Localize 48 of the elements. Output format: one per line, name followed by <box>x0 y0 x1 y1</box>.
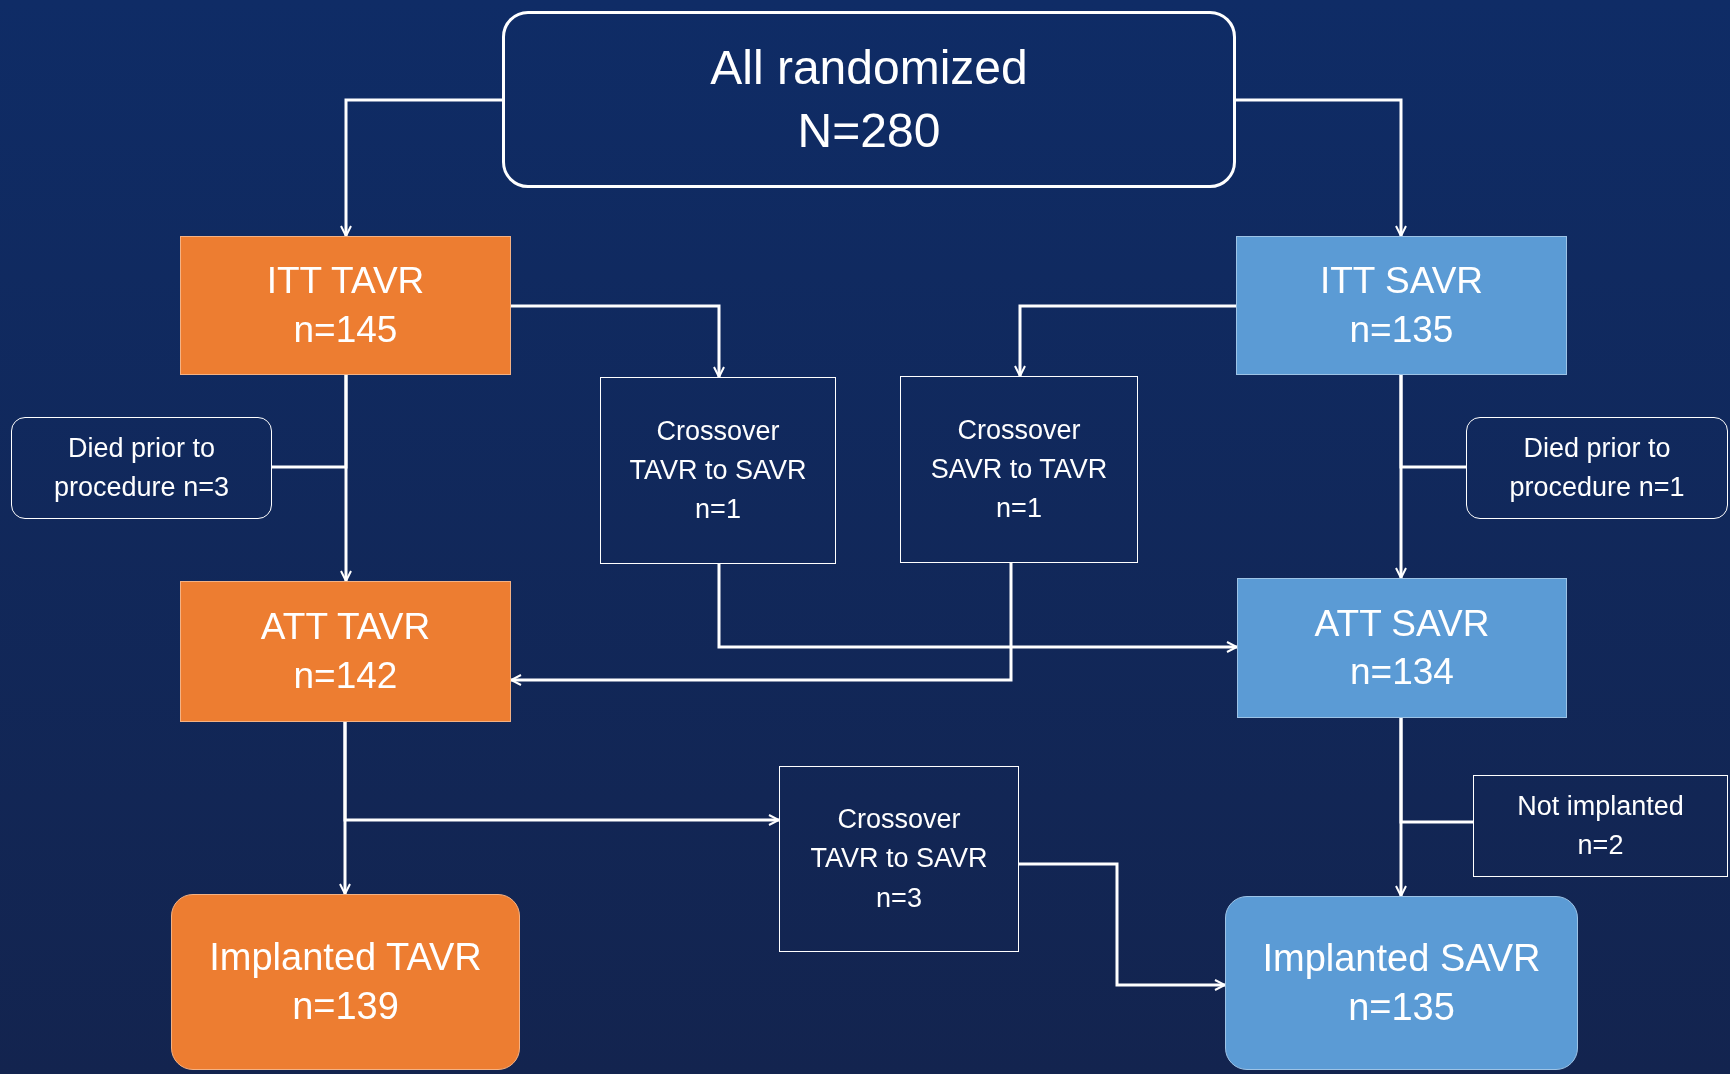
node-text: N=280 <box>797 102 941 159</box>
exclusion-note-box <box>11 417 272 519</box>
savr-outcome-box <box>1225 896 1578 1070</box>
savr-group-box <box>1236 236 1567 375</box>
node-text: Died prior to procedure n=3 <box>53 431 230 504</box>
crossover-box <box>779 766 1019 952</box>
node-text: n=142 <box>293 653 398 698</box>
node-text: Died prior to procedure n=1 <box>1508 431 1686 504</box>
connector-arrow <box>1019 862 1226 991</box>
node-text: n=139 <box>292 984 399 1029</box>
connector-arrow <box>343 722 780 826</box>
connector-arrow <box>1014 304 1236 377</box>
exclusion-note-box <box>1466 417 1728 519</box>
node-text: n=134 <box>1350 650 1454 694</box>
node-text: Crossover <box>837 803 961 837</box>
node-text: ITT SAVR <box>1319 259 1484 304</box>
crossover-box <box>1473 775 1728 877</box>
node-text: ATT TAVR <box>260 605 431 650</box>
node-text: n=2 <box>1577 829 1624 862</box>
tavr-outcome-box <box>171 894 520 1070</box>
crossover-box <box>900 376 1138 563</box>
connector-arrow <box>340 98 502 237</box>
start-box <box>502 11 1236 188</box>
crossover-box <box>600 377 836 564</box>
node-text: n=3 <box>876 881 922 915</box>
node-text: All randomized <box>710 40 1028 97</box>
node-text: n=135 <box>1349 307 1454 352</box>
connector-arrow <box>1236 98 1407 237</box>
connector-arrow <box>511 304 725 378</box>
node-text: Not implanted <box>1517 789 1684 823</box>
node-text: TAVR to SAVR <box>629 453 807 487</box>
node-text: ATT SAVR <box>1314 601 1490 646</box>
node-text: n=135 <box>1348 985 1455 1030</box>
node-text: TAVR to SAVR <box>810 842 988 876</box>
tavr-group-box <box>180 236 511 375</box>
node-text: SAVR to TAVR <box>930 452 1108 486</box>
connector-arrow <box>510 563 1013 686</box>
node-text: Implanted TAVR <box>209 934 482 980</box>
node-text: n=1 <box>996 492 1042 526</box>
node-text: ITT TAVR <box>266 259 425 304</box>
node-text: n=1 <box>695 493 741 527</box>
savr-group-box <box>1237 578 1567 718</box>
node-text: n=145 <box>293 307 398 352</box>
node-text: Implanted SAVR <box>1262 935 1541 981</box>
tavr-group-box <box>180 581 511 722</box>
node-text: Crossover <box>957 413 1081 447</box>
node-text: Crossover <box>656 414 780 448</box>
connector-arrow <box>717 564 1238 653</box>
